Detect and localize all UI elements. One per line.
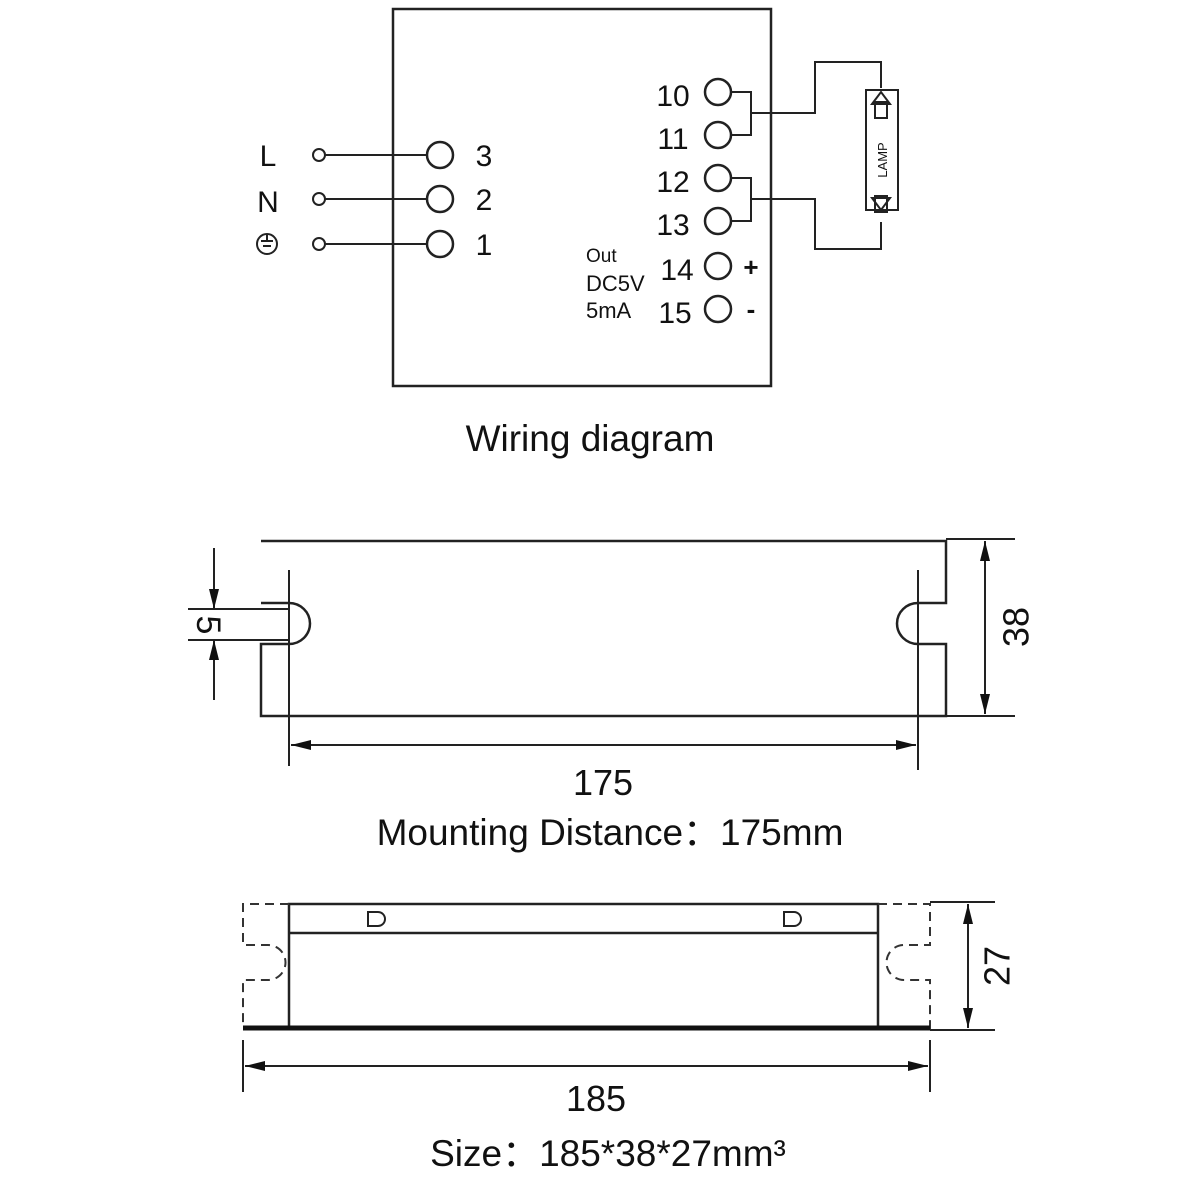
terminal-10 bbox=[703, 77, 733, 107]
out-note-line-3: 5mA bbox=[586, 298, 632, 323]
top-view-slot-right bbox=[895, 601, 919, 646]
terminal-1 bbox=[425, 229, 455, 259]
side-view-flange-right bbox=[878, 903, 931, 1029]
lamp-wire-bottom bbox=[751, 198, 882, 250]
side-view-drawing: 27 185 Size：185*38*27mm³ bbox=[242, 901, 1018, 1174]
top-width-dimension: 175 bbox=[288, 570, 919, 803]
size-caption: Size：185*38*27mm³ bbox=[430, 1133, 786, 1174]
top-width-label: 175 bbox=[573, 762, 633, 803]
bridge-10-11 bbox=[731, 91, 752, 136]
terminal-11-number: 11 bbox=[657, 123, 688, 156]
bridge-12-13 bbox=[731, 177, 752, 222]
wire-end-l bbox=[312, 148, 326, 162]
wiring-caption: Wiring diagram bbox=[466, 418, 715, 459]
terminal-13 bbox=[703, 206, 733, 236]
terminal-14-sign: + bbox=[743, 252, 758, 282]
lamp-electrode-top bbox=[870, 90, 892, 105]
terminal-2-number: 2 bbox=[476, 184, 493, 217]
top-height-dimension: 38 bbox=[946, 538, 1037, 717]
terminal-15 bbox=[703, 294, 733, 324]
terminal-3 bbox=[425, 140, 455, 170]
top-view-drawing: 5 38 175 Mounting Distance：175mm bbox=[188, 538, 1037, 853]
side-view-body bbox=[287, 902, 880, 1031]
side-height-dimension: 27 bbox=[930, 901, 1018, 1031]
input-terminals: L N 3 2 1 bbox=[256, 140, 493, 262]
wire-end-ground bbox=[312, 237, 326, 251]
out-note-line-1: Out bbox=[586, 246, 617, 267]
side-view-flange-left bbox=[242, 903, 289, 1029]
terminal-11 bbox=[703, 120, 733, 150]
side-view-tab-right bbox=[783, 911, 802, 927]
top-view-outline bbox=[259, 539, 948, 718]
terminal-12 bbox=[703, 163, 733, 193]
top-view-slot-left bbox=[288, 601, 312, 646]
wiring-diagram: L N 3 2 1 10 11 12 bbox=[256, 7, 899, 459]
lamp-label: LAMP bbox=[875, 142, 890, 177]
mounting-caption: Mounting Distance：175mm bbox=[377, 812, 844, 853]
top-height-label: 38 bbox=[996, 607, 1037, 647]
terminal-12-number: 12 bbox=[656, 166, 689, 199]
ground-symbol-icon bbox=[256, 233, 278, 255]
terminal-1-number: 1 bbox=[476, 229, 493, 262]
terminal-15-number: 15 bbox=[658, 297, 691, 330]
lamp-wire-top bbox=[751, 61, 882, 114]
lamp-cap-top bbox=[874, 101, 888, 119]
wire-end-n bbox=[312, 192, 326, 206]
side-width-dimension: 185 bbox=[242, 1040, 931, 1119]
terminal-13-number: 13 bbox=[656, 209, 689, 242]
lamp-cap-bottom bbox=[874, 195, 888, 213]
terminal-3-number: 3 bbox=[476, 140, 493, 173]
lamp-symbol-icon: LAMP bbox=[865, 89, 899, 213]
slot-dimension-label: 5 bbox=[189, 616, 227, 635]
output-terminals: 10 11 12 13 14 15 + - Out DC5V 5mA bbox=[586, 61, 882, 330]
lamp-electrode-bottom bbox=[870, 197, 892, 212]
slot-dimension: 5 bbox=[188, 548, 289, 700]
side-width-label: 185 bbox=[566, 1078, 626, 1119]
terminal-10-number: 10 bbox=[656, 80, 689, 113]
side-height-label: 27 bbox=[977, 946, 1018, 986]
side-view-tab-left bbox=[367, 911, 386, 927]
terminal-2 bbox=[425, 184, 455, 214]
input-label-l: L bbox=[260, 140, 277, 173]
ballast-box bbox=[391, 7, 773, 388]
out-note-line-2: DC5V bbox=[586, 271, 645, 296]
terminal-14-number: 14 bbox=[660, 254, 693, 287]
terminal-14 bbox=[703, 251, 733, 281]
input-label-n: N bbox=[257, 186, 279, 219]
terminal-15-sign: - bbox=[747, 294, 756, 324]
